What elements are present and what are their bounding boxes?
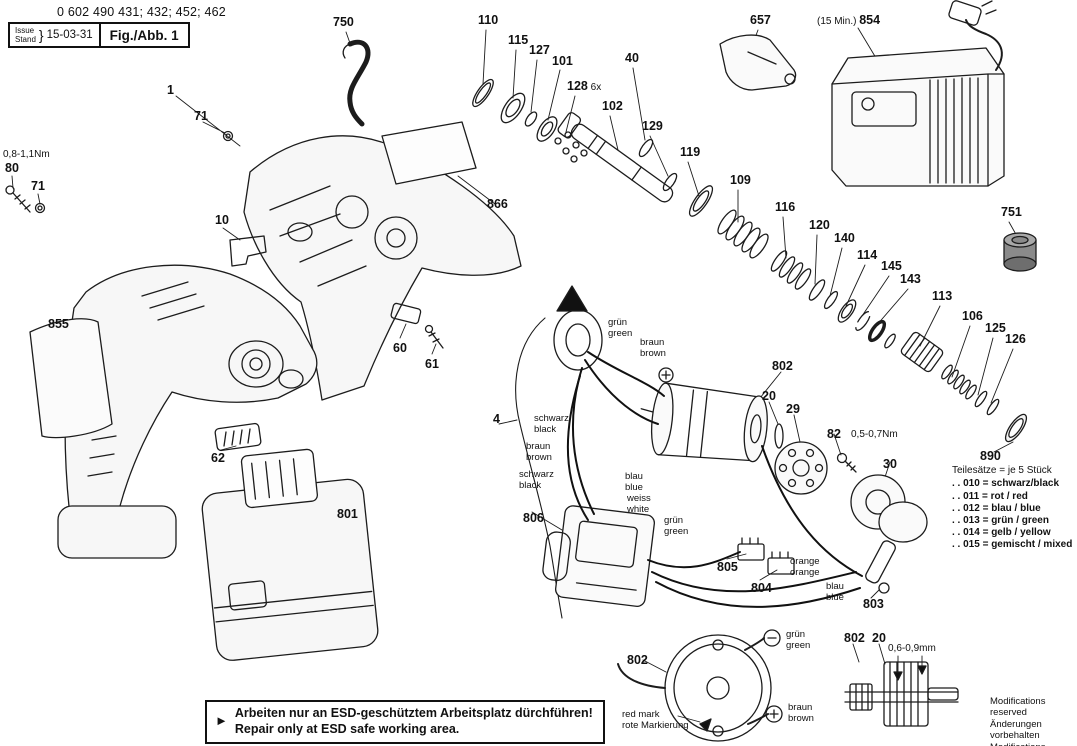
drill-housing-front xyxy=(57,264,318,559)
legend-item: . . 010 = schwarz/black xyxy=(952,478,1060,490)
issue-cell: Issue Stand } 15-03-31 xyxy=(10,24,101,47)
screw-82 xyxy=(836,452,857,473)
small-parts-left xyxy=(5,130,444,452)
esd-warning-line2: Repair only at ESD safe working area. xyxy=(234,722,460,737)
connectors xyxy=(737,537,795,575)
motor-end-detail xyxy=(617,629,783,742)
wiring xyxy=(566,351,863,608)
warning-triangle-icon xyxy=(556,285,588,312)
legend-item: . . 014 = gelb / yellow xyxy=(952,527,1051,539)
spindle-exploded-parts xyxy=(472,78,1028,443)
modifications-line: Modifications reserved xyxy=(990,696,1046,719)
rubber-cap xyxy=(1003,232,1037,272)
side-plate xyxy=(29,318,113,439)
legend-item: . . 012 = blau / blue xyxy=(952,502,1041,514)
legend-item: . . 013 = grün / green xyxy=(952,515,1049,526)
brace-glyph: } xyxy=(38,27,44,44)
parts-kit-legend: 890 Teilesätze = je 5 Stück . . 010 = sc… xyxy=(952,449,1076,552)
housing-half-rear xyxy=(243,121,522,401)
legend-item: . . 011 = rot / red xyxy=(952,490,1028,502)
polarity-plus-icon xyxy=(658,367,674,383)
plug-key xyxy=(719,34,797,91)
stand-label: Stand xyxy=(15,35,36,45)
issue-label: Issue xyxy=(15,26,35,35)
leader-lines xyxy=(11,27,1019,673)
armature-detail xyxy=(844,655,959,727)
legend-items: . . 010 = schwarz/black. . 011 = rot / r… xyxy=(952,478,1076,551)
document-number: 0 602 490 431; 432; 452; 462 xyxy=(57,5,226,19)
switch xyxy=(542,505,655,607)
belt-clip xyxy=(342,39,371,127)
legend-title: Teilesätze = je 5 Stück xyxy=(952,465,1052,477)
legend-id: 890 xyxy=(980,449,1001,463)
modifications-line: Änderungen vorbehalten xyxy=(990,718,1042,742)
gearbox xyxy=(850,474,928,594)
esd-warning-text: Arbeiten nur an ESD-geschütztem Arbeitsp… xyxy=(235,705,593,738)
legend-item: . . 015 = gemischt / mixed xyxy=(952,539,1073,551)
charger xyxy=(831,0,1005,187)
esd-warning: ► Arbeiten nur an ESD-geschütztem Arbeit… xyxy=(205,700,605,744)
issue-date: 15-03-31 xyxy=(46,29,93,42)
modifications-line: Modifications réservées xyxy=(990,742,1077,746)
warning-arrow-icon: ► xyxy=(215,712,228,728)
esd-warning-line1: Arbeiten nur an ESD-geschütztem Arbeitsp… xyxy=(234,706,593,720)
issue-figure-box: Issue Stand } 15-03-31 Fig./Abb. 1 xyxy=(8,22,190,49)
motor-end-bell xyxy=(774,441,828,495)
battery-pack xyxy=(201,448,379,661)
figure-label: Fig./Abb. 1 xyxy=(109,27,179,43)
